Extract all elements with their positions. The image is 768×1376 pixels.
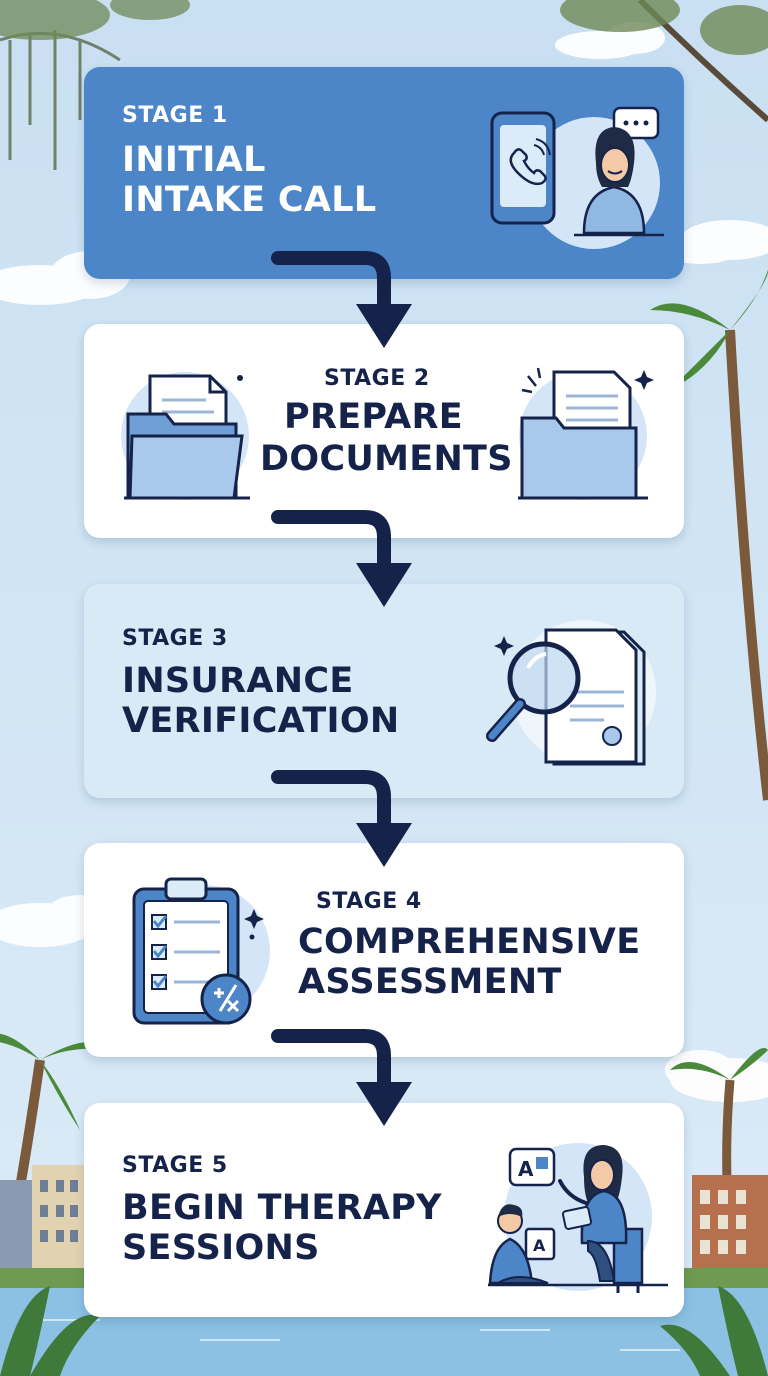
palm-tree-right xyxy=(650,270,768,801)
stage-3-card: STAGE 3 INSURANCE VERIFICATION xyxy=(84,584,684,798)
clipboard-checklist-icon xyxy=(132,877,270,1025)
document-folder-icon xyxy=(518,367,654,500)
stage-4-card: STAGE 4 COMPREHENSIVE ASSESSMENT xyxy=(84,843,684,1057)
therapy-session-icon: A A xyxy=(488,1143,668,1293)
magnifying-glass-document-icon xyxy=(486,620,656,766)
stage-3-label: STAGE 3 xyxy=(122,626,228,651)
stage-1-card: STAGE 1 INITIAL INTAKE CALL xyxy=(84,67,684,279)
stage-2-card: STAGE 2 PREPARE DOCUMENTS xyxy=(84,324,684,538)
arrow-connector-2 xyxy=(271,510,412,607)
svg-text:A: A xyxy=(518,1157,534,1181)
svg-text:A: A xyxy=(533,1236,546,1255)
arrow-connector-4 xyxy=(271,1029,412,1126)
stage-5-label: STAGE 5 xyxy=(122,1153,228,1178)
stage-4-label: STAGE 4 xyxy=(316,889,422,914)
stage-1-title-line-1: INITIAL xyxy=(122,140,266,180)
arrow-connector-3 xyxy=(271,770,412,867)
building-right xyxy=(692,1175,768,1270)
building-left xyxy=(0,1165,84,1270)
stage-1-title-line-2: INTAKE CALL xyxy=(122,180,377,220)
stage-3-title-line-1: INSURANCE xyxy=(122,661,354,701)
stage-1-label: STAGE 1 xyxy=(122,103,228,128)
stage-5-title-line-2: SESSIONS xyxy=(122,1228,320,1268)
stage-5-card: STAGE 5 BEGIN THERAPY SESSIONS A A xyxy=(84,1103,684,1317)
stage-3-title-line-2: VERIFICATION xyxy=(122,701,400,741)
stage-4-title-line-2: ASSESSMENT xyxy=(298,962,562,1002)
stage-2-title-line-2: DOCUMENTS xyxy=(260,439,513,479)
stage-5-title-line-1: BEGIN THERAPY xyxy=(122,1188,442,1228)
stage-4-title-line-1: COMPREHENSIVE xyxy=(298,922,641,962)
stage-2-label: STAGE 2 xyxy=(324,366,430,391)
arrow-connector-1 xyxy=(271,251,412,348)
stage-2-title-line-1: PREPARE xyxy=(284,397,463,437)
phone-call-person-icon xyxy=(490,106,664,249)
document-folder-icon xyxy=(121,372,250,500)
